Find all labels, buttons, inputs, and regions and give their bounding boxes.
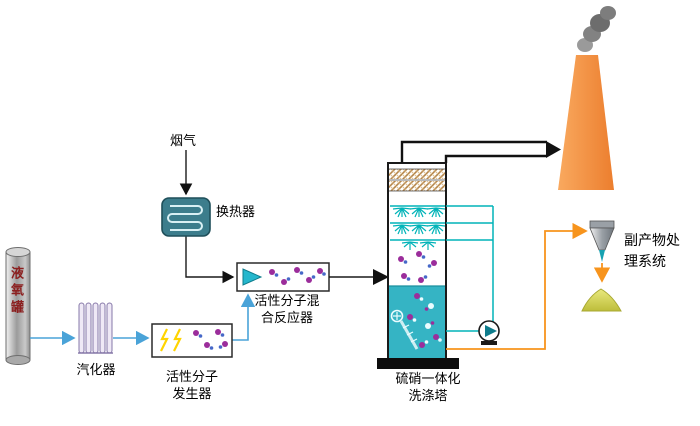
- molecule-icon: [407, 314, 417, 322]
- liquid-oxygen-tank-icon: [5, 247, 31, 365]
- molecule-icon: [398, 256, 408, 264]
- scrubbing-tower-icon: [377, 162, 459, 369]
- spray-nozzle-icon: [392, 207, 412, 218]
- molecule-icon: [306, 275, 316, 283]
- molecule-icon: [193, 330, 203, 338]
- spray-nozzle-icon: [426, 207, 445, 218]
- chimney-icon: [558, 55, 614, 190]
- spray-nozzle-icon: [409, 224, 429, 235]
- mixing-reactor-icon: [236, 262, 330, 292]
- label-flue-gas: 烟气: [170, 133, 197, 148]
- molecule-icon: [294, 267, 304, 275]
- molecule-icon: [218, 341, 228, 349]
- spray-nozzle-icon: [401, 241, 419, 250]
- byproduct-lines: [446, 222, 611, 350]
- molecule-icon: [414, 293, 424, 301]
- molecule-icon: [424, 303, 434, 311]
- spray-nozzle-icon: [392, 224, 412, 235]
- byproduct-separator-icon: [589, 220, 615, 262]
- label-generator: 活性分子 发生器: [165, 369, 218, 401]
- molecule-icon: [416, 251, 426, 259]
- molecule-icon: [317, 268, 326, 276]
- smoke-icon: [577, 6, 616, 52]
- active-molecule-generator-icon: [151, 323, 233, 358]
- sparger-icon: [390, 309, 419, 350]
- label-mixing-reactor: 活性分子混 合反应器: [254, 293, 320, 325]
- byproduct-pile-icon: [581, 288, 622, 312]
- molecule-icon: [281, 277, 291, 285]
- label-byproduct-system: 副产物处 理系统: [624, 232, 680, 269]
- molecule-icon: [419, 340, 429, 348]
- label-liquid-oxygen-tank: 液氧罐: [9, 266, 24, 317]
- molecule-icon: [269, 269, 279, 277]
- molecule-icon: [401, 273, 411, 281]
- molecule-icon: [433, 334, 442, 342]
- circulation-lines: [446, 205, 494, 332]
- label-scrubbing-tower: 硫硝一体化 洗涤塔: [395, 371, 461, 403]
- pump-icon: [478, 320, 500, 345]
- demister-icon: [389, 169, 445, 179]
- molecule-icon: [215, 329, 225, 337]
- vaporizer-icon: [78, 302, 113, 354]
- oxygen-feed-lines: [30, 293, 256, 346]
- label-vaporizer: 汽化器: [76, 362, 116, 377]
- nozzle-icon: [242, 268, 263, 286]
- molecule-icon: [204, 342, 214, 350]
- reactor-to-tower-line: [329, 269, 389, 285]
- spray-nozzle-icon: [426, 224, 445, 235]
- spray-nozzle-icon: [419, 241, 437, 250]
- flue-gas-line: [179, 150, 235, 284]
- spark-icon: [173, 328, 182, 352]
- outlet-duct: [400, 140, 561, 163]
- heat-exchanger-icon: [161, 197, 211, 237]
- spray-nozzle-icon: [409, 207, 429, 218]
- molecule-icon: [427, 260, 437, 268]
- spark-icon: [160, 328, 169, 352]
- label-heat-exchanger: 换热器: [216, 204, 256, 219]
- demister-icon: [389, 181, 445, 191]
- molecule-icon: [425, 321, 435, 329]
- tower-base: [377, 358, 459, 369]
- molecule-icon: [418, 275, 428, 283]
